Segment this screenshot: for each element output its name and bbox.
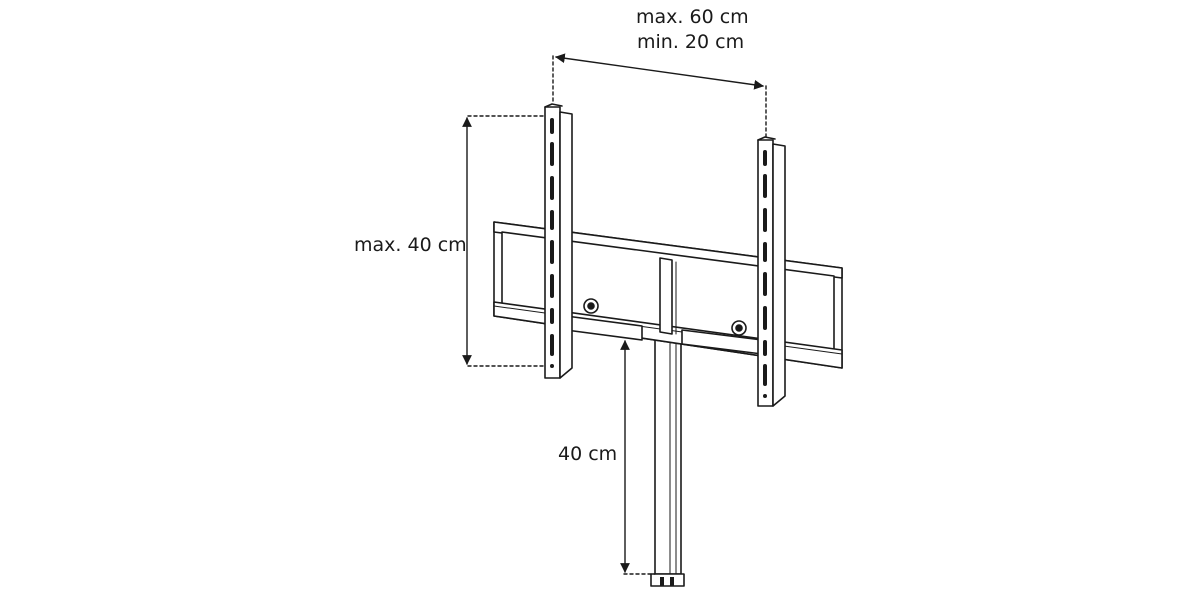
- width-min-label: min. 20 cm: [637, 31, 745, 53]
- height-dimension: [462, 115, 546, 367]
- pole-dimension: [620, 340, 656, 575]
- width-max-label: max. 60 cm: [636, 6, 749, 28]
- right-vertical-bracket: [757, 136, 786, 407]
- horizontal-frame: [493, 221, 843, 369]
- pole: [650, 333, 685, 587]
- height-max-label: max. 40 cm: [354, 234, 467, 256]
- left-vertical-bracket: [544, 103, 573, 379]
- pole-length-label: 40 cm: [558, 443, 618, 465]
- width-dimension: [552, 53, 767, 138]
